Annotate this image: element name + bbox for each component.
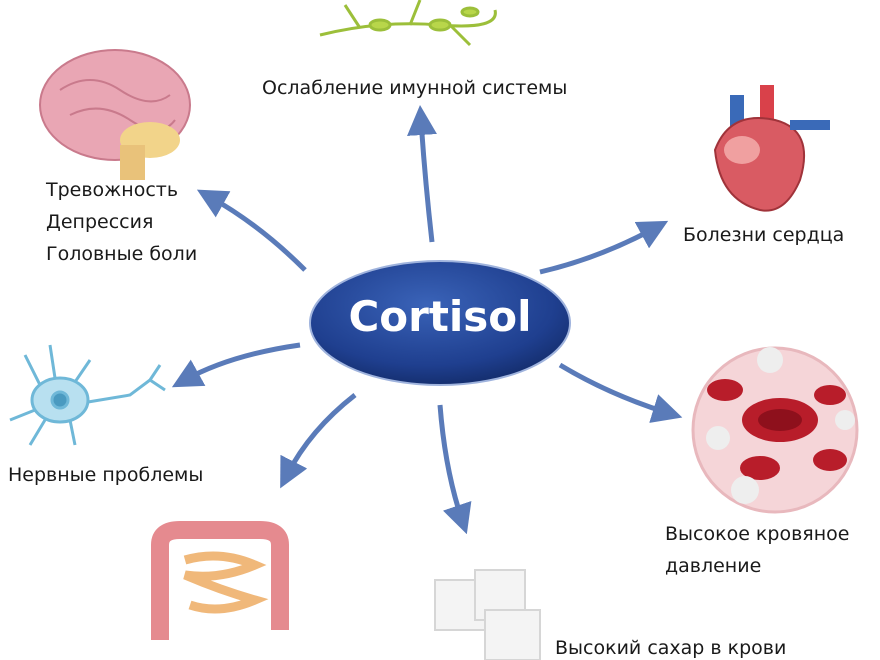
center-label: Cortisol — [348, 292, 532, 341]
neuron-illustration — [9, 344, 166, 446]
sugar-cubes-illustration — [434, 569, 541, 660]
cortisol-ellipse — [309, 260, 571, 386]
arrow-immune — [407, 105, 437, 243]
heart-illustration — [713, 85, 830, 212]
label-heart: Болезни сердца — [683, 224, 845, 246]
intestine-illustration — [151, 521, 289, 640]
label-nerves: Нервные проблемы — [8, 464, 204, 486]
arrow-blood-pressure — [558, 362, 683, 423]
immune-cells-illustration — [319, 0, 497, 47]
label-sugar: Высокий сахар в крови — [555, 637, 787, 659]
blood-cells-illustration — [691, 346, 859, 514]
arrow-brain — [196, 189, 307, 272]
arrow-nerves — [171, 342, 301, 388]
arrow-intestine — [280, 393, 357, 489]
label-immune: Ослабление имунной системы — [262, 77, 568, 99]
brain-illustration — [39, 49, 191, 180]
arrow-sugar — [437, 404, 472, 535]
arrow-heart — [539, 220, 669, 275]
arrows — [171, 105, 683, 535]
